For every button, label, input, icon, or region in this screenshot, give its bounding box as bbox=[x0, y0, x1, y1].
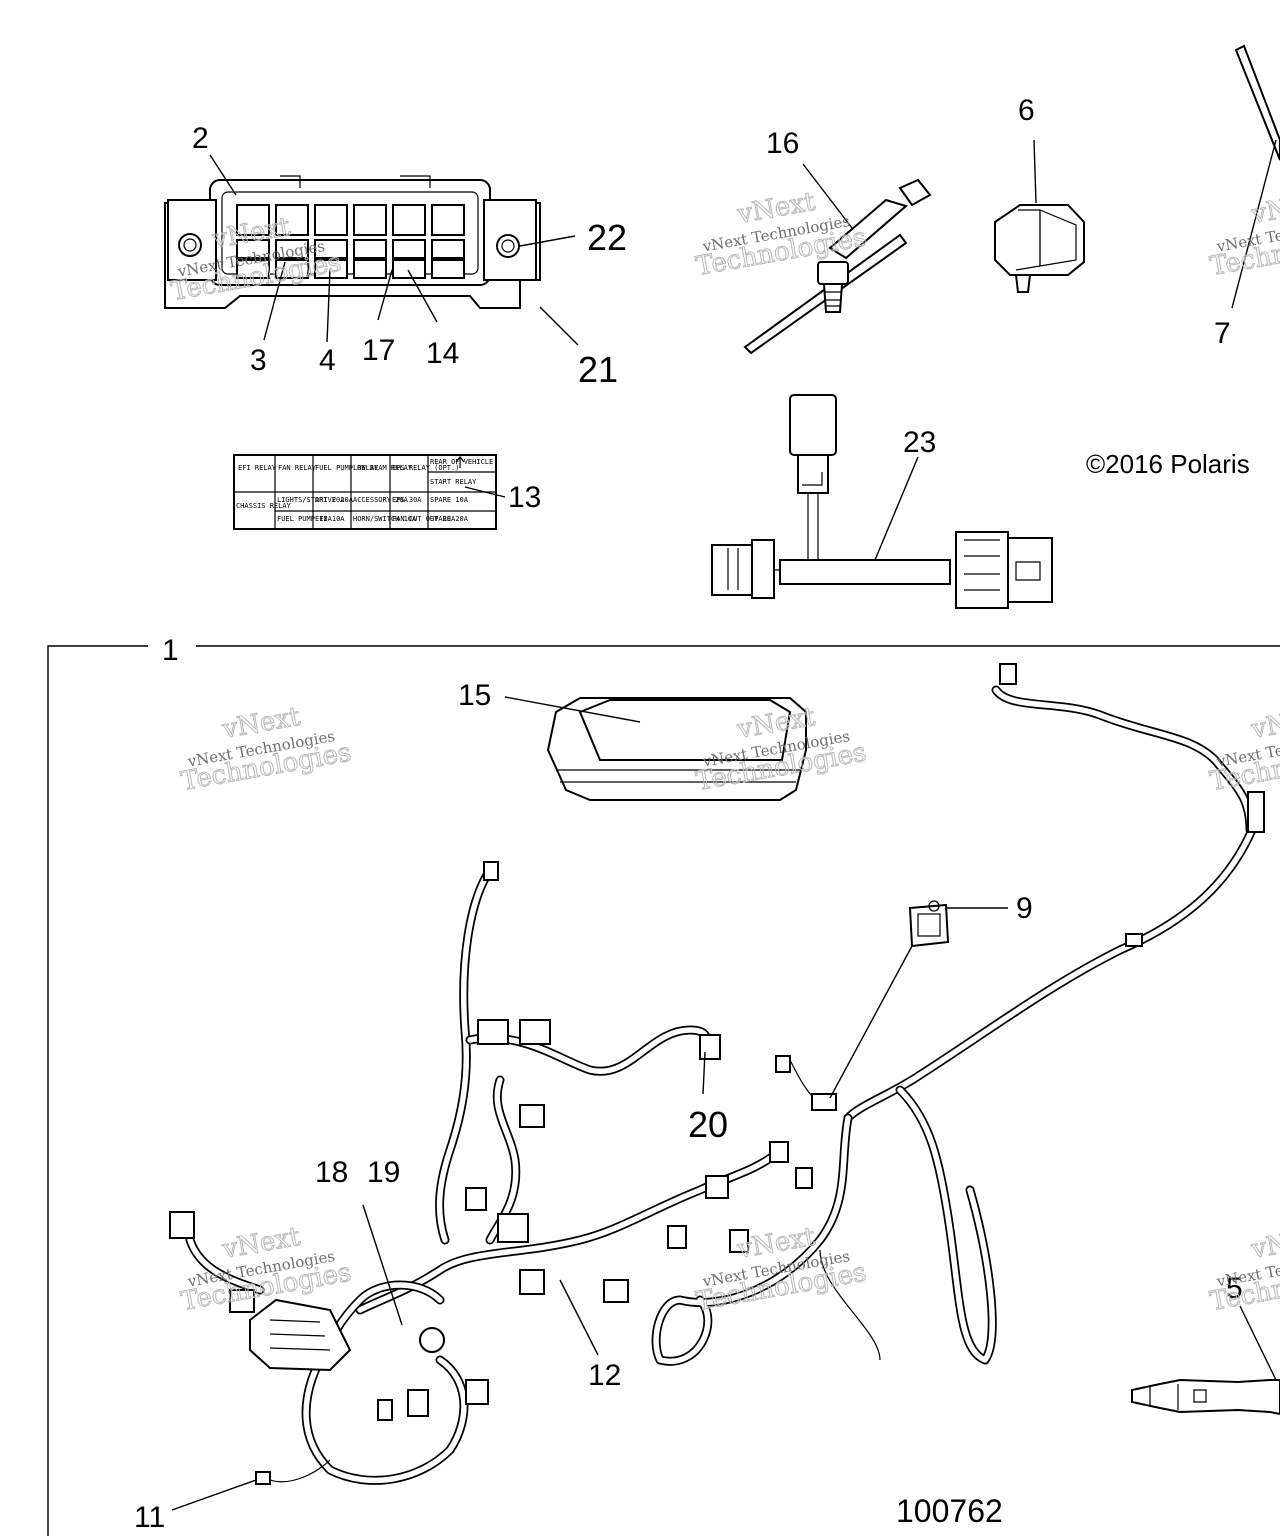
sensor-lead bbox=[1131, 1378, 1280, 1416]
adapter-harness bbox=[711, 394, 1053, 609]
fuse-label-cell: ACCESSORY 20A bbox=[353, 496, 409, 504]
callout-23: 23 bbox=[903, 426, 936, 459]
fuse-box-cover bbox=[546, 697, 807, 801]
fuse-label-cell: FAN RELAY bbox=[278, 464, 317, 472]
callout-9: 9 bbox=[1016, 892, 1033, 925]
fuse-label-cell: EPS 30A bbox=[392, 496, 422, 504]
fuse-label-cell: REAR OF VEHICLE bbox=[430, 458, 493, 466]
harness-connectors bbox=[255, 663, 1265, 1485]
watermark: vNext vNext Technologies Technologies bbox=[178, 701, 354, 797]
fuse-label-cell: EFI RELAY bbox=[238, 464, 277, 472]
callout-17: 17 bbox=[362, 334, 395, 367]
watermark: vNext vNext Technologies Technologies bbox=[1207, 701, 1280, 797]
fuse-label-cell: SPARE 10A bbox=[430, 496, 469, 504]
watermark: vNext vNext Technologies Technologies bbox=[1207, 1221, 1280, 1317]
fuse-label-cell: CHASSIS RELAY bbox=[236, 502, 292, 510]
callout-7: 7 bbox=[1214, 317, 1231, 350]
fuse-box-assembly bbox=[164, 175, 541, 309]
fuse-label-cell: FAN CUT OUT 20A bbox=[392, 515, 456, 523]
callout-21: 21 bbox=[578, 349, 618, 390]
callout-14: 14 bbox=[426, 337, 459, 370]
fuse-label-cell: EFI 10A bbox=[315, 515, 345, 523]
callout-5: 5 bbox=[1226, 1272, 1243, 1305]
callout-22: 22 bbox=[587, 217, 627, 258]
callout-6: 6 bbox=[1018, 94, 1035, 127]
svg-text:vNext: vNext bbox=[1248, 187, 1280, 230]
callout-2: 2 bbox=[192, 122, 209, 155]
rubber-grommet bbox=[908, 900, 950, 948]
svg-text:vNext: vNext bbox=[1248, 702, 1280, 745]
callout-1: 1 bbox=[162, 634, 179, 667]
callout-15: 15 bbox=[458, 679, 491, 712]
callout-4: 4 bbox=[319, 344, 336, 377]
fuse-label-cell: SPARE 20A bbox=[430, 515, 469, 523]
main-wire-harness bbox=[185, 685, 1257, 1485]
fuse-label-cell: LIGHTS/START 20A bbox=[277, 496, 345, 504]
rod-part bbox=[1234, 44, 1280, 161]
fuse-label-cell: FUEL PUMP RELAY bbox=[315, 464, 379, 472]
harness-group-bracket bbox=[47, 645, 1280, 1536]
watermark: vNext vNext Technologies Technologies bbox=[178, 1221, 354, 1317]
callout-16: 16 bbox=[766, 127, 799, 160]
relay-cells bbox=[236, 204, 465, 279]
callout-11: 11 bbox=[134, 1501, 165, 1534]
callout-18: 18 bbox=[315, 1156, 348, 1189]
fuse-label-cell: DRIVE 20A bbox=[315, 496, 354, 504]
fuse-label-cell: FUEL PUMP 10A bbox=[277, 515, 333, 523]
fuse-label-decal bbox=[233, 454, 497, 530]
callout-3: 3 bbox=[250, 344, 267, 377]
callout-13: 13 bbox=[508, 481, 541, 514]
callout-20: 20 bbox=[688, 1104, 728, 1145]
fuse-label-cell: START RELAY bbox=[430, 478, 477, 486]
figure-number: 100762 bbox=[896, 1493, 1003, 1529]
connector-part bbox=[994, 204, 1085, 293]
fuse-label-cell: HORN/SWITCH 10A bbox=[353, 515, 417, 523]
cable-tie bbox=[743, 178, 932, 355]
watermark: vNext vNext Technologies Technologies bbox=[693, 1221, 869, 1317]
callout-12: 12 bbox=[588, 1359, 621, 1392]
copyright-text: ©2016 Polaris bbox=[1086, 449, 1250, 479]
svg-text:vNext: vNext bbox=[1248, 1222, 1280, 1265]
callout-19: 19 bbox=[367, 1156, 400, 1189]
fuse-label-cell: LOW BEAM RELAY bbox=[353, 464, 413, 472]
watermark: vNext vNext Technologies Technologies bbox=[1207, 186, 1280, 282]
harness-fuse-block bbox=[169, 1211, 352, 1372]
fuse-label-cell: EPS RELAY (OPT.) bbox=[392, 464, 459, 472]
